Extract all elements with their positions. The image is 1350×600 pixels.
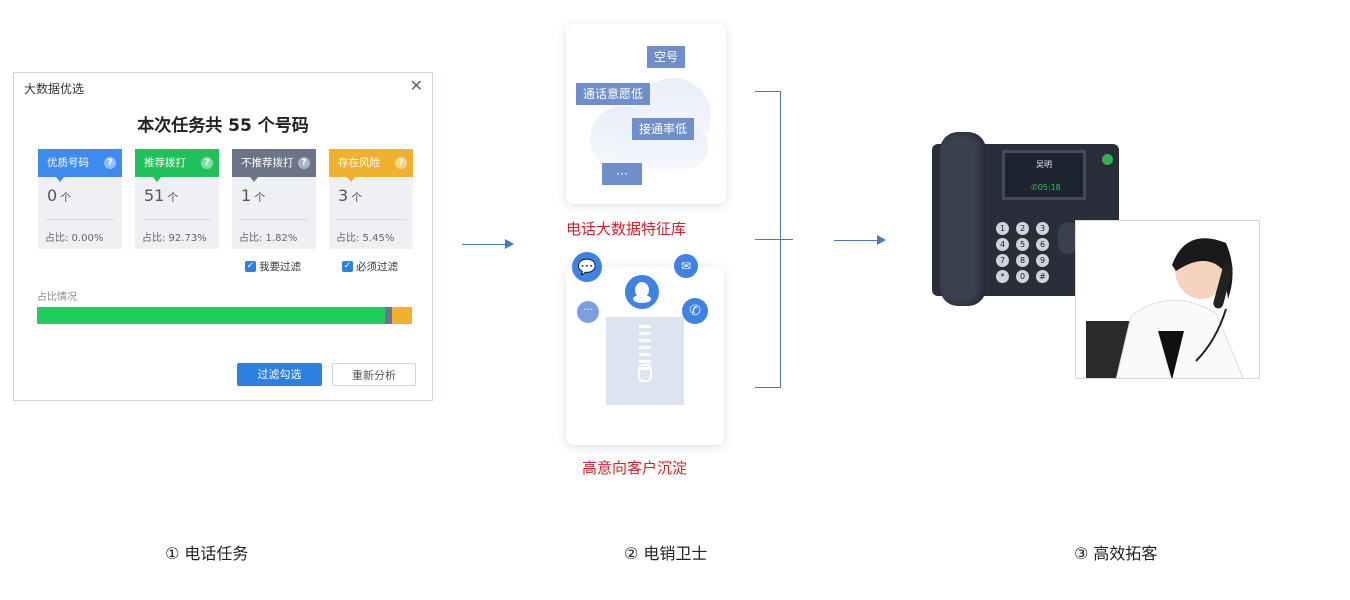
feature-library-panel: 空号 通话意愿低 接通率低 ···	[566, 24, 726, 204]
status-led-icon	[1102, 154, 1113, 165]
keypad-key[interactable]: 4	[996, 238, 1009, 251]
ratio-label: 占比情况	[37, 292, 77, 303]
card-count: 1	[241, 186, 252, 205]
mail-icon: ✉	[674, 254, 698, 278]
zip-icon	[639, 325, 651, 373]
nav-key-icon	[1058, 222, 1078, 254]
card-count: 0	[47, 186, 58, 205]
ratio-segment-1	[384, 307, 392, 324]
keypad-key[interactable]: 7	[996, 254, 1009, 267]
customer-pool-caption: 高意向客户沉淀	[582, 459, 688, 477]
checkbox-must-filter[interactable]: ✓ 必须过滤	[342, 259, 398, 274]
card-count: 3	[338, 186, 349, 205]
keypad-key[interactable]: 5	[1016, 238, 1029, 251]
tag-low-willingness: 通话意愿低	[576, 83, 651, 105]
qq-icon	[625, 275, 659, 309]
card-count: 51	[144, 186, 165, 205]
card-unit: 个	[254, 191, 266, 204]
arrow-right-icon	[505, 239, 514, 249]
card-unit: 个	[60, 191, 72, 204]
keypad-key[interactable]: 6	[1036, 238, 1049, 251]
phone-icon: ✆	[682, 298, 708, 324]
checkbox-want-filter[interactable]: ✓ 我要过滤	[245, 259, 301, 274]
card-unit: 个	[351, 191, 363, 204]
keypad-key[interactable]: 8	[1016, 254, 1029, 267]
flow-arrow-line	[462, 244, 506, 245]
feature-library-caption: 电话大数据特征库	[566, 220, 687, 238]
card-header: 优质号码	[38, 149, 122, 177]
call-icon: ✆	[1031, 183, 1038, 192]
checkbox-label: 我要过滤	[259, 261, 301, 273]
step-phone-task: ① 电话任务	[165, 544, 249, 563]
card-percentage: 占比: 5.45%	[336, 233, 395, 244]
keypad-key[interactable]: 0	[1016, 270, 1029, 283]
keypad-key[interactable]: 9	[1036, 254, 1049, 267]
card-percentage: 占比: 0.00%	[45, 233, 104, 244]
keypad-key[interactable]: 1	[996, 222, 1009, 235]
phone-screen: 吴明 ✆05:18	[1002, 150, 1086, 200]
phone-handset	[940, 132, 986, 306]
dialog-headline: 本次任务共 55 个号码	[137, 116, 309, 136]
card-header: 存在风险	[329, 149, 413, 177]
contact-name: 吴明	[1036, 160, 1052, 169]
help-icon[interactable]: ?	[104, 157, 116, 169]
help-icon[interactable]: ?	[298, 157, 310, 169]
help-icon[interactable]: ?	[201, 157, 213, 169]
keypad-key[interactable]: #	[1036, 270, 1049, 283]
keypad-key[interactable]: *	[996, 270, 1009, 283]
ratio-segment-2	[391, 307, 412, 324]
ratio-segment-0	[37, 307, 385, 324]
card-percentage: 占比: 1.82%	[239, 233, 298, 244]
help-icon[interactable]: ?	[395, 157, 407, 169]
arrow-right-icon	[877, 235, 886, 245]
tag-low-connect-rate: 接通率低	[632, 118, 695, 140]
close-icon[interactable]: ✕	[409, 76, 423, 95]
tag-more: ···	[602, 163, 642, 185]
card-percentage: 占比: 92.73%	[142, 233, 207, 244]
call-time: 05:18	[1037, 183, 1061, 192]
keypad-key[interactable]: 3	[1036, 222, 1049, 235]
bracket-midline	[755, 239, 793, 240]
chat-icon: ···	[577, 301, 599, 323]
checkbox-checked-icon[interactable]: ✓	[245, 261, 256, 272]
card-unit: 个	[167, 191, 179, 204]
zip-pull-icon	[638, 364, 652, 382]
card-header: 不推荐拨打	[232, 149, 316, 177]
reanalyze-button[interactable]: 重新分析	[332, 363, 416, 386]
step-efficient-expansion: ③ 高效拓客	[1074, 544, 1158, 563]
filter-selected-button[interactable]: 过滤勾选	[237, 363, 322, 386]
wechat-icon: 💬	[572, 252, 602, 282]
step-sales-guard: ② 电销卫士	[624, 544, 708, 563]
card-header: 推荐拨打	[135, 149, 219, 177]
keypad-key[interactable]: 2	[1016, 222, 1029, 235]
ratio-bar	[37, 307, 412, 324]
checkbox-checked-icon[interactable]: ✓	[342, 261, 353, 272]
checkbox-label: 必须过滤	[356, 261, 398, 273]
tag-empty-number: 空号	[647, 46, 686, 68]
customer-photo	[1075, 220, 1260, 379]
dialog-title: 大数据优选	[24, 82, 85, 96]
flow-arrow-line	[834, 240, 878, 241]
